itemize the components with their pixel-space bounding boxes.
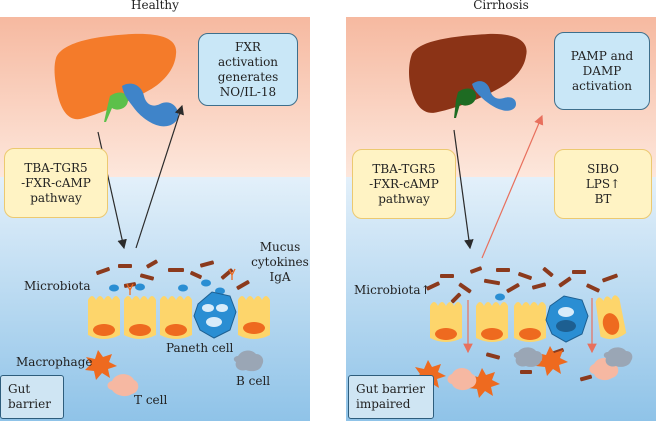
bile-duct-icon (122, 83, 179, 127)
gut-barrier-box: Gut barrier (0, 375, 64, 419)
b-cell-label: B cell (236, 374, 271, 388)
microbiota-label: Microbiota↑ (354, 283, 431, 297)
b-cell-icon (513, 347, 633, 367)
translocation-arrow (481, 114, 544, 259)
t-cell-label: T cell (134, 393, 168, 407)
paneth-cell-label: Paneth cell (166, 341, 234, 355)
panel-title: Cirrhosis (473, 0, 529, 12)
nucleus (435, 313, 620, 340)
microbiota-label: Microbiota (24, 279, 91, 293)
bile-duct-icon (472, 81, 516, 111)
b-cell-icon (233, 350, 264, 372)
healthy-panel: Healthy (0, 0, 310, 421)
mucus-droplets (109, 279, 225, 295)
macrophage-icon (85, 350, 117, 380)
paneth-cell-icon (545, 295, 589, 343)
gallbladder-icon (104, 92, 128, 122)
liver-icon (409, 33, 527, 113)
gallbladder-icon (454, 88, 476, 118)
epithelium (88, 291, 270, 339)
down-arrow (453, 129, 474, 250)
bacteria-icon (426, 266, 618, 382)
epithelium (430, 295, 627, 343)
panel-title: Healthy (131, 0, 179, 12)
mucus-droplet (495, 293, 505, 301)
macrophage-label: Macrophage (16, 355, 93, 369)
paneth-cell-icon (193, 291, 237, 339)
mucus-label: Mucus cytokines IgA (251, 240, 309, 284)
igA-icon (126, 268, 236, 295)
t-cell-icon (107, 374, 139, 397)
pamp-damp-box: PAMP and DAMP activation (554, 32, 650, 110)
fxr-activation-box: FXR activation generates NO/IL-18 (198, 33, 298, 106)
liver-icon (54, 33, 177, 120)
gut-barrier-impaired-box: Gut barrier impaired (348, 375, 434, 419)
up-arrow (135, 104, 184, 249)
t-cell-icon (447, 358, 619, 391)
sibo-box: SIBO LPS↑ BT (554, 149, 652, 219)
pathway-box: TBA-TGR5 -FXR-cAMP pathway (4, 148, 108, 218)
nucleus (93, 322, 265, 336)
pathway-box: TBA-TGR5 -FXR-cAMP pathway (352, 149, 456, 219)
cirrhosis-panel: Cirrhosis (346, 0, 656, 421)
